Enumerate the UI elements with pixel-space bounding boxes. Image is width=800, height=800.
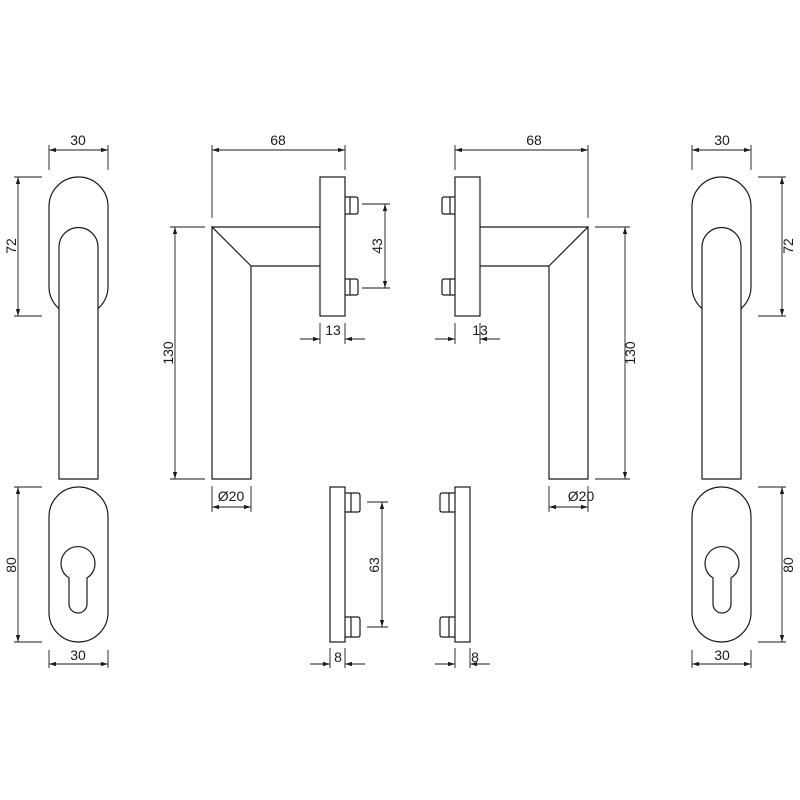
dim-handle-length: 130 (622, 341, 638, 365)
dim-backplate-thickness: 8 (334, 649, 342, 665)
dim-stud-spacing-bottom: 63 (366, 557, 382, 573)
dim-projection: 68 (526, 132, 542, 148)
dim-rose-thickness: 13 (472, 322, 488, 338)
dim-rose-width: 30 (714, 132, 730, 148)
dim-escutcheon-width: 30 (714, 647, 730, 663)
dim-escutcheon-height: 80 (3, 557, 19, 573)
dim-rose-width: 30 (70, 132, 86, 148)
dim-escutcheon-width: 30 (70, 647, 86, 663)
dim-rose-height: 72 (780, 238, 796, 254)
dim-projection: 68 (270, 132, 286, 148)
dim-rose-thickness: 13 (325, 322, 341, 338)
dim-handle-diameter: Ø20 (568, 488, 595, 504)
left-hand-drawing (14, 145, 365, 668)
stud-spacing-dimensions (362, 203, 390, 628)
right-hand-drawing (435, 145, 786, 668)
dim-stud-spacing-top: 43 (369, 238, 385, 254)
dim-handle-diameter: Ø20 (218, 488, 245, 504)
dim-backplate-thickness: 8 (471, 649, 479, 665)
dim-escutcheon-height: 80 (780, 557, 796, 573)
dim-handle-length: 130 (160, 341, 176, 365)
dim-rose-height: 72 (3, 238, 19, 254)
